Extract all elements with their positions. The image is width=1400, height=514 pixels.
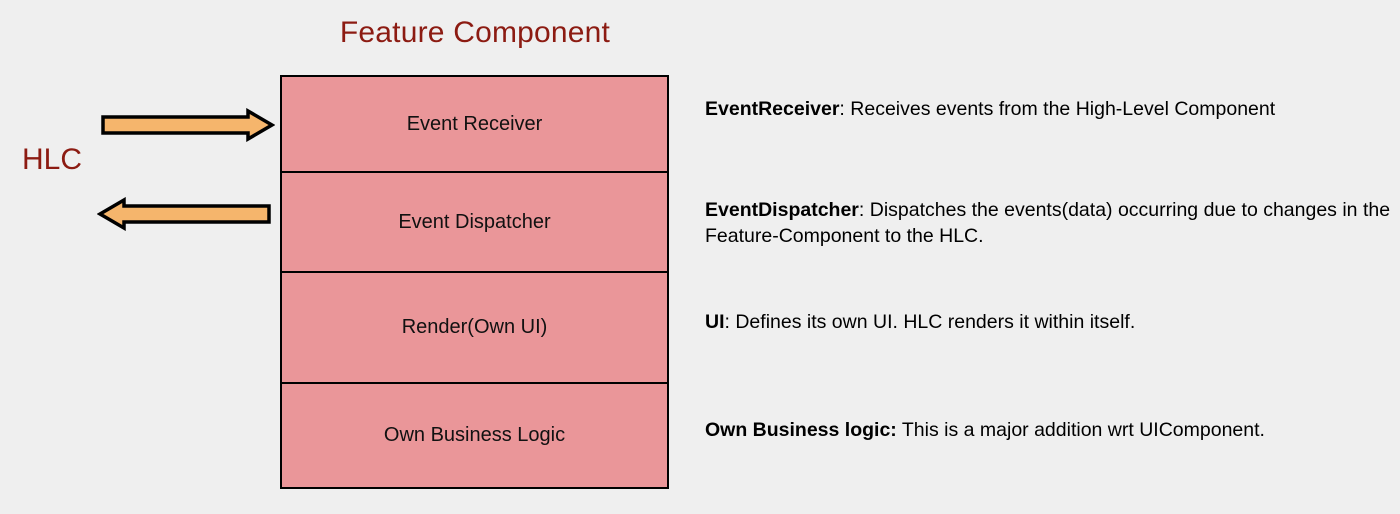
feature-component-box: Event Receiver Event Dispatcher Render(O… [280, 75, 669, 489]
component-row-label: Event Receiver [406, 112, 543, 135]
description-term: UI [705, 311, 725, 333]
component-row-render-own-ui[interactable]: Render(Own UI) [282, 271, 667, 383]
description-event-receiver: EventReceiver: Receives events from the … [705, 97, 1285, 123]
arrow-right-icon [101, 108, 275, 142]
hlc-label: HLC [22, 143, 83, 176]
description-text: Receives events from the High-Level Comp… [850, 98, 1276, 120]
description-term: EventDispatcher [705, 199, 859, 221]
component-row-own-business-logic[interactable]: Own Business Logic [282, 382, 667, 487]
description-text: Dispatches the events(data) occurring du… [705, 199, 1391, 247]
page-title: Feature Component [339, 16, 611, 49]
description-term: Own Business logic: [705, 419, 897, 441]
component-row-event-receiver[interactable]: Event Receiver [282, 77, 667, 172]
component-row-label: Own Business Logic [383, 424, 566, 446]
component-row-event-dispatcher[interactable]: Event Dispatcher [282, 171, 667, 272]
description-ui: UI: Defines its own UI. HLC renders it w… [705, 310, 1325, 336]
description-event-dispatcher: EventDispatcher: Dispatches the events(d… [705, 198, 1400, 250]
description-separator: : [839, 98, 851, 120]
description-own-business-logic: Own Business logic: This is a major addi… [705, 418, 1400, 444]
description-text: This is a major addition wrt UIComponent… [901, 419, 1265, 441]
description-separator: : [858, 199, 870, 221]
description-text: Defines its own UI. HLC renders it withi… [735, 311, 1136, 333]
description-separator: : [724, 311, 736, 333]
component-row-label: Event Dispatcher [398, 210, 551, 233]
arrow-left-icon [97, 197, 271, 231]
description-term: EventReceiver [705, 98, 840, 120]
component-row-label: Render(Own UI) [401, 316, 548, 339]
